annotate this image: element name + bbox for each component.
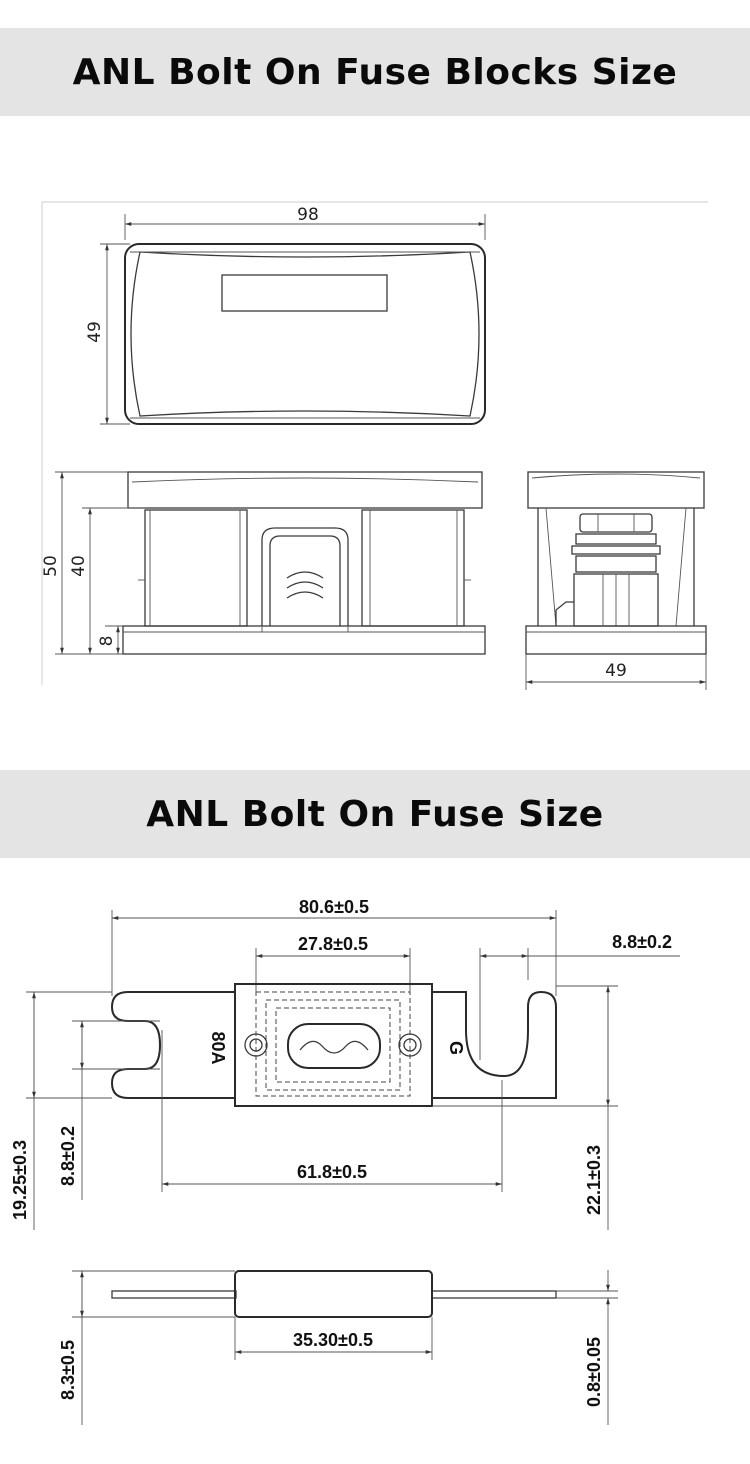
front-base-height-label: 8 (97, 636, 117, 647)
front-inner-height-label: 40 (69, 555, 89, 577)
side-view: 49 (525, 471, 707, 690)
slot-height-label: 8.8±0.2 (58, 1126, 78, 1186)
front-total-height-label: 50 (41, 555, 61, 577)
blocks-section-header: ANL Bolt On Fuse Blocks Size (0, 28, 750, 116)
top-width-label: 98 (297, 205, 319, 225)
side-thickness-label: 8.3±0.5 (58, 1340, 78, 1400)
body-width-label: 27.8±0.5 (298, 934, 368, 954)
fuse-rating-label: 80A (208, 1031, 228, 1064)
fuse-section-title: ANL Bolt On Fuse Size (146, 793, 604, 835)
fuse-section-header: ANL Bolt On Fuse Size (0, 770, 750, 858)
slot-width-label: 8.8±0.2 (612, 932, 672, 952)
top-view: 98 49 (85, 205, 486, 425)
fuse-brand-label: G (446, 1041, 466, 1055)
fuse-block-drawing: 98 49 50 40 (41, 201, 708, 690)
top-height-label: 49 (85, 321, 105, 343)
side-body-length-label: 35.30±0.5 (293, 1330, 373, 1350)
fuse-drawing: 80.6±0.5 27.8±0.5 8.8±0.2 80A G 61.8±0.5 (10, 897, 680, 1425)
blocks-section-title: ANL Bolt On Fuse Blocks Size (72, 51, 678, 93)
overall-length-label: 80.6±0.5 (299, 897, 369, 917)
body-height-label: 22.1±0.3 (584, 1145, 604, 1215)
front-view: 50 40 8 (41, 471, 486, 655)
left-height-label: 19.25±0.3 (10, 1140, 30, 1220)
fuse-side-view: 8.3±0.5 35.30±0.5 0.8±0.05 (58, 1270, 618, 1425)
blade-thickness-label: 0.8±0.05 (584, 1337, 604, 1407)
side-width-label: 49 (605, 661, 627, 681)
fuse-top-view: 80.6±0.5 27.8±0.5 8.8±0.2 80A G 61.8±0.5 (10, 897, 680, 1230)
mount-spacing-label: 61.8±0.5 (297, 1162, 367, 1182)
